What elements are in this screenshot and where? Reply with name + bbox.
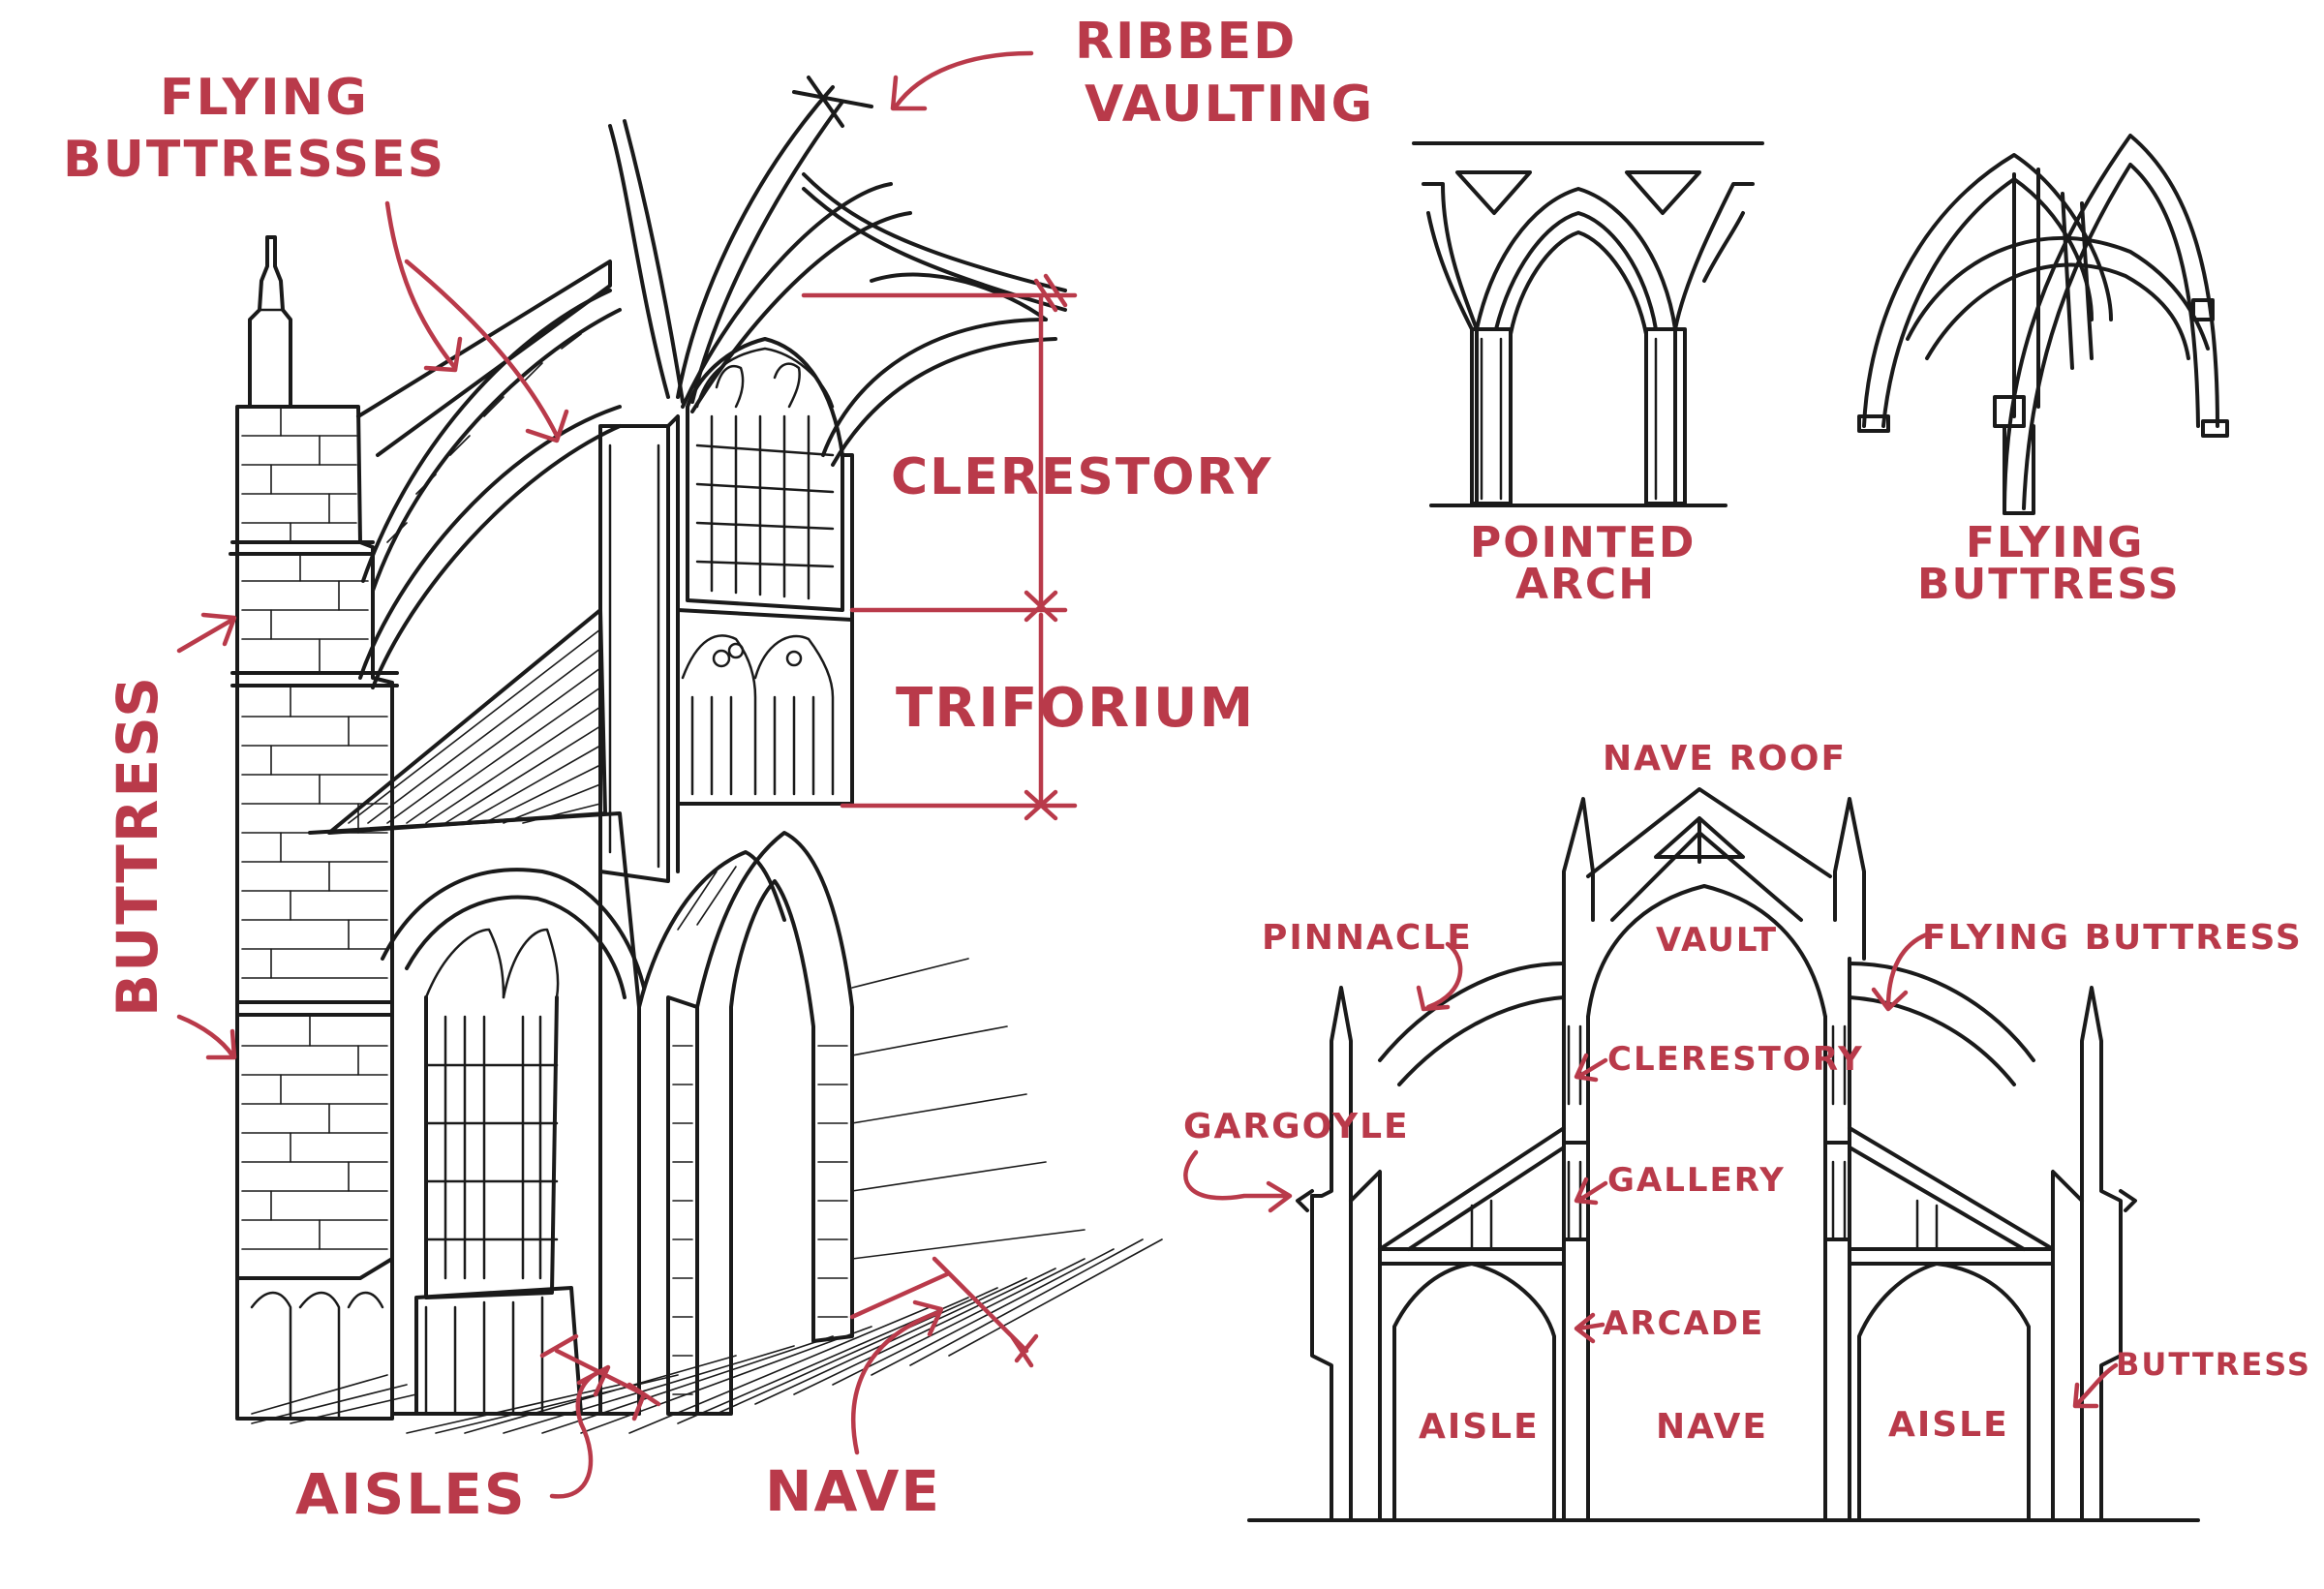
pointed-arch-detail <box>1412 141 1764 507</box>
pinnacle-spire <box>248 235 292 409</box>
buttress-cs-arrow <box>2072 1362 2119 1409</box>
arcade-arrow <box>1574 1312 1605 1344</box>
nave-cs-label: NAVE <box>1656 1407 1768 1447</box>
clerestory-cs-arrow <box>1574 1053 1608 1083</box>
pinnacle-arrow <box>1416 941 1463 1012</box>
ribbed-vaulting-label-line1: RIBBED <box>1075 13 1297 71</box>
gargoyle-label: GARGOYLE <box>1183 1107 1410 1146</box>
flying-buttress-label: FLYING BUTTRESS <box>1922 918 2303 958</box>
buttress-arrow-lower <box>176 1014 237 1060</box>
flying-buttresses-label-line2: BUTTRESSES <box>63 131 445 189</box>
floor-hatching <box>251 1238 1163 1434</box>
buttress-vertical-label: BUTTRESS <box>105 675 170 1017</box>
buttress-arrow-upper <box>176 612 237 654</box>
aisle-window <box>308 811 646 1416</box>
clerestory-cs-label: CLERESTORY <box>1607 1040 1864 1079</box>
triforium-label: TRIFORIUM <box>896 677 1255 740</box>
cross-section-labels: NAVE ROOF PINNACLE VAULT FLYING BUTTRESS… <box>1183 739 2311 1447</box>
gallery-arrow <box>1574 1176 1608 1206</box>
triforium-arcade <box>676 608 854 806</box>
rib-vault-detail <box>1857 134 2229 515</box>
nave-label: NAVE <box>765 1458 941 1524</box>
cathedral-perspective-drawing <box>229 76 1163 1434</box>
triforium-dimension <box>840 607 1078 821</box>
vault-label: VAULT <box>1656 921 1778 960</box>
flying-buttress-arches <box>356 260 622 689</box>
aisle-right-label: AISLE <box>1888 1405 2009 1445</box>
pointed-arch-label-line1: POINTED <box>1470 518 1696 567</box>
gallery-label: GALLERY <box>1607 1161 1786 1200</box>
flying-buttresses-arrow <box>384 200 463 373</box>
ribbed-vaulting-ribs <box>608 76 1067 467</box>
flying-buttress-detail-label-line1: FLYING <box>1966 518 2144 567</box>
arcade-label: ARCADE <box>1603 1304 1764 1343</box>
buttress-tower <box>229 405 399 1280</box>
ribbed-vaulting-arrow <box>890 50 1034 111</box>
buttress-base <box>235 1276 394 1421</box>
flying-buttresses-label-line1: FLYING <box>160 69 369 127</box>
clerestory-dimension <box>801 273 1078 623</box>
aisles-dimension <box>539 1333 661 1421</box>
cross-section-drawing <box>1247 787 2200 1522</box>
nave-dimension <box>849 1256 1039 1368</box>
aisle-left-label: AISLE <box>1419 1407 1540 1447</box>
aisle-roof <box>327 608 607 835</box>
aisle-wall-perspective <box>851 958 1086 1260</box>
flying-buttress-detail-label-line2: BUTTRESS <box>1917 560 2181 609</box>
flying-buttress-arrow <box>1871 932 1930 1012</box>
pinnacle-label: PINNACLE <box>1262 918 1473 958</box>
nave-roof-label: NAVE ROOF <box>1603 739 1847 779</box>
ribbed-vaulting-label-line2: VAULTING <box>1085 76 1374 134</box>
aisles-arrow <box>549 1364 611 1499</box>
clerestory-label: CLERESTORY <box>891 448 1272 506</box>
buttress-cs-label: BUTTRESS <box>2116 1346 2311 1383</box>
pointed-arch-label-line2: ARCH <box>1515 560 1656 609</box>
nave-arrow <box>851 1299 944 1455</box>
gargoyle-arrow <box>1183 1149 1293 1213</box>
left-annotations: FLYING BUTTRESSES RIBBED VAULTING CLERES… <box>63 13 1374 1527</box>
clerestory-window <box>686 337 844 612</box>
aisles-label: AISLES <box>295 1461 527 1527</box>
